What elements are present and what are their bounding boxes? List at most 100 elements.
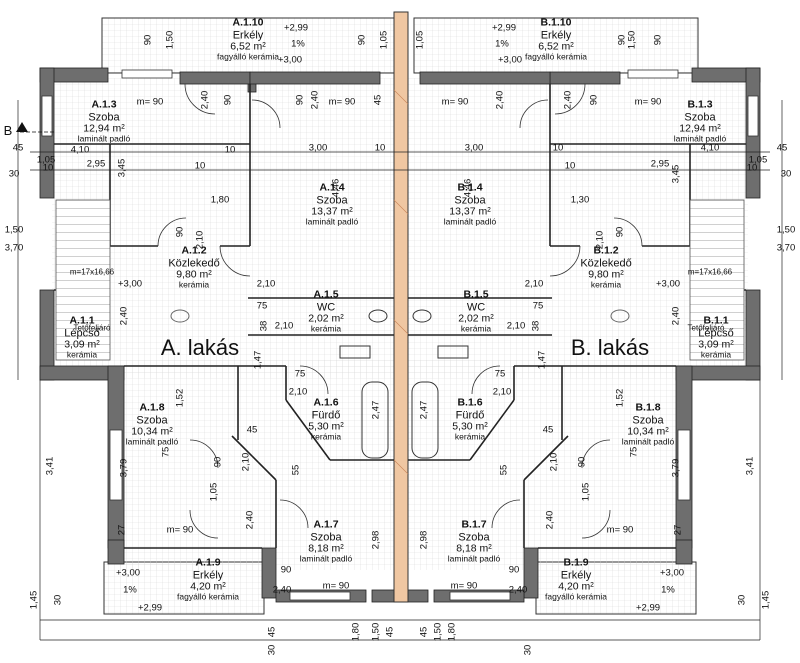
room-name: Erkély — [192, 569, 224, 582]
dimension-label: 1,52 — [614, 388, 626, 408]
elevation-mark: +3,00 — [655, 278, 681, 290]
dimension-label: 90 — [652, 34, 664, 46]
room-area: 5,30 m² — [452, 421, 488, 433]
room-code: B.1.3 — [687, 98, 713, 111]
dimension-label: 45 — [246, 424, 258, 436]
dimension-label: 10 — [194, 160, 206, 172]
dimension-label: 2,40 — [494, 90, 506, 110]
dimension-label: 4,10 — [70, 144, 90, 156]
room-area-value: 3,09 — [64, 338, 85, 351]
room-floor: laminált padló — [125, 436, 179, 447]
dimension-label: 75 — [628, 446, 640, 458]
roof-access-b: Tetőfeljáró — [687, 323, 725, 333]
room-code: A.1.8 — [139, 401, 165, 414]
dimension-label: 1,80 — [446, 622, 458, 642]
dimension-label: 1,05 — [208, 482, 220, 502]
room-floor: laminált padló — [305, 216, 359, 227]
room-code: A.1.1 — [69, 314, 95, 327]
elevation-mark: 1% — [495, 38, 509, 50]
room-name: Erkély — [540, 29, 572, 42]
dimension-label: 55 — [498, 464, 510, 476]
room-floor: kerámia — [454, 431, 486, 442]
dimension-label: 1,05 — [378, 30, 390, 50]
dimension-label: 90 — [356, 34, 368, 46]
dimension-label: 2,47 — [418, 400, 430, 420]
dimension-label: 2,10 — [274, 320, 294, 332]
room-code: B.1.2 — [593, 244, 619, 257]
room-code: B.1.7 — [461, 518, 487, 531]
dimension-label: 3,79 — [670, 458, 682, 478]
dimension-label: m= 90 — [606, 524, 634, 536]
elevation-mark: +3,00 — [659, 567, 685, 579]
dimension-label: 45 — [418, 626, 430, 638]
dimension-label: 2,40 — [244, 510, 256, 530]
room-area-value: 9,80 — [588, 268, 609, 281]
area-unit: m² — [478, 312, 494, 325]
room-floor: kerámia — [460, 323, 492, 334]
dimension-label: 90 — [212, 456, 224, 468]
dimension-label: 2,10 — [594, 230, 606, 250]
dimension-label: 75 — [160, 446, 172, 458]
area-unit: m² — [475, 205, 491, 218]
room-name: Szoba — [136, 414, 168, 427]
area-unit: m² — [705, 122, 721, 135]
dimension-label: m= 90 — [450, 580, 478, 592]
dimension-label: 75 — [256, 300, 268, 312]
dimension-label: 2,40 — [508, 584, 528, 596]
dimension-label: 3,45 — [670, 164, 682, 184]
room-name: Szoba — [88, 111, 120, 124]
room-area: 2,02 m² — [308, 313, 344, 325]
dimension-label: 45 — [542, 424, 554, 436]
stair-spec-b: m=17x16,66 — [687, 267, 733, 277]
room-code: A.1.9 — [195, 556, 221, 569]
dimension-label: m= 90 — [634, 96, 662, 108]
room-area: 9,80 m² — [168, 269, 219, 281]
room-name: Fürdő — [311, 409, 341, 422]
dimension-label: 90 — [614, 226, 626, 238]
dimension-label: 1,50 — [164, 30, 176, 50]
dimension-label: 45 — [384, 626, 396, 638]
dimension-label: 2,95 — [86, 158, 106, 170]
dimension-label: 3,45 — [116, 158, 128, 178]
room-area-value: 2,02 — [308, 312, 329, 325]
dimension-label: 10 — [552, 142, 564, 154]
unit-b-label: B. lakás — [570, 335, 650, 360]
dimension-label: 3,00 — [308, 142, 328, 154]
dimension-label: 90 — [174, 226, 186, 238]
room-floor: laminált padló — [443, 216, 497, 227]
dimension-label: 45 — [266, 626, 278, 638]
room-name: Erkély — [232, 29, 264, 42]
room-area-value: 2,02 — [458, 312, 479, 325]
room-area-value: 10,34 — [627, 425, 654, 438]
dimension-label: 90 — [222, 94, 234, 106]
room-floor: laminált padló — [673, 133, 727, 144]
dimension-label: 3,41 — [44, 456, 56, 476]
dimension-label: 38 — [530, 320, 542, 332]
dimension-label: 1,05 — [36, 154, 56, 166]
room-area-value: 5,30 — [452, 420, 473, 433]
elevation-mark: 1% — [291, 38, 305, 50]
room-area-value: 12,94 — [679, 122, 706, 135]
room-floor: kerámia — [310, 431, 342, 442]
dimension-label: 90 — [576, 456, 588, 468]
room-name: WC — [466, 301, 486, 314]
dimension-label: 1,50 — [4, 224, 24, 236]
area-unit: m² — [476, 542, 492, 555]
area-unit: m² — [84, 338, 100, 351]
dimension-label: 55 — [290, 464, 302, 476]
dimension-label: 1,50 — [432, 622, 444, 642]
room-floor: kerámia — [590, 279, 622, 290]
room-name: Lépcső — [64, 327, 100, 340]
dimension-label: 2,10 — [548, 452, 560, 472]
dimension-label: 1,50 — [370, 622, 382, 642]
dimension-label: 1,47 — [252, 350, 264, 370]
